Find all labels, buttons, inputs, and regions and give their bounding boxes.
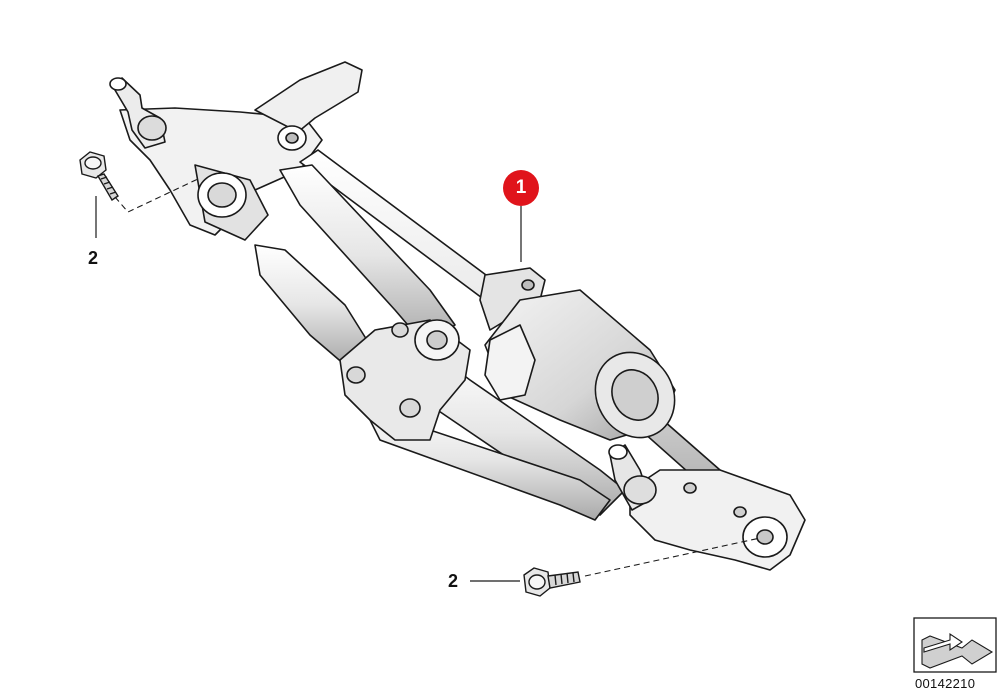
part-2-callout-bottom[interactable]: 2 (448, 571, 459, 591)
wiper-frame (109, 61, 806, 571)
assembly-lines (114, 177, 761, 577)
diagram-reference-number: 00142210 (915, 676, 976, 691)
callout-leaders (95, 196, 522, 582)
bolt-bottom[interactable] (523, 567, 581, 597)
part-2-callout-top[interactable]: 2 (88, 248, 99, 268)
bolt-top[interactable] (79, 151, 119, 201)
part-1-callout-badge[interactable]: 1 (503, 170, 539, 206)
return-arrow-icon[interactable] (913, 617, 997, 676)
